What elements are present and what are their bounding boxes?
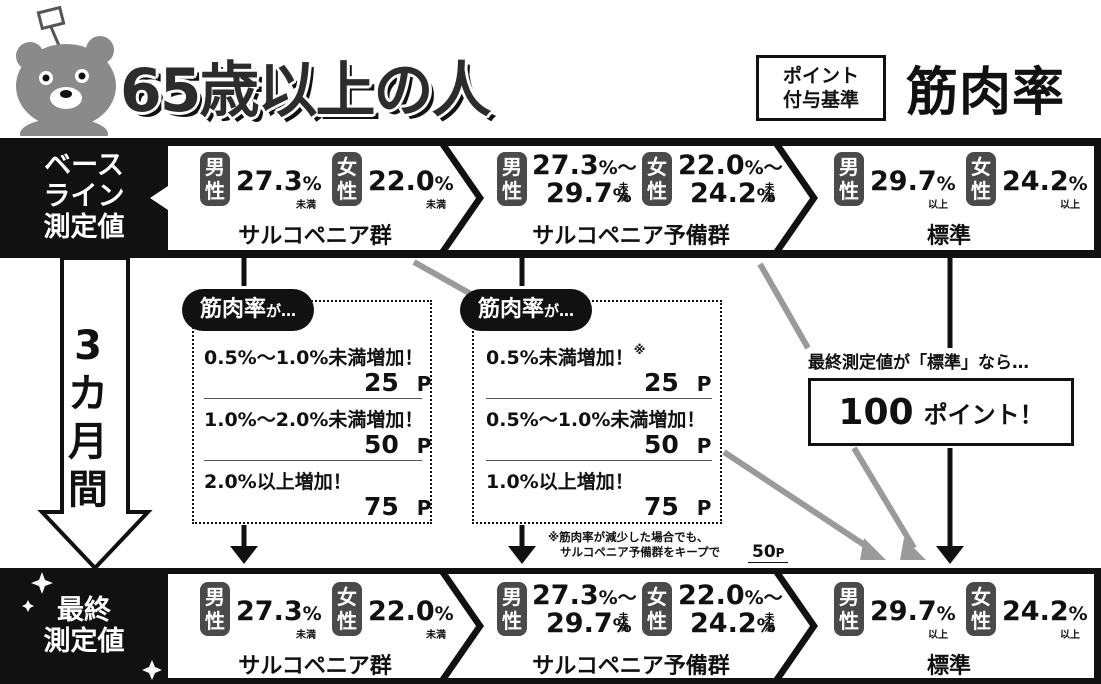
group-name-pre-sarcopenia: サルコペニア予備群 [532,224,730,249]
baseline-standard-male-value: 29.7% [870,166,956,197]
gain-condition: 0.5%〜1.0%未満増加！ [204,347,424,369]
note-text: ※筋肉率が減少した場合でも、 サルコペニア予備群をキープで [548,530,720,560]
bear-mascot-icon [16,6,116,136]
group-name-standard: 標準 [926,654,971,679]
divider [486,398,712,399]
qualifier-label: 未満 [296,630,316,641]
page-title: 65歳以上の人 [120,56,491,126]
criteria-label-box: ポイント 付与基準 [756,55,886,121]
gain-condition: 0.5%未満増加！※ [486,343,646,369]
final-pre-sarcopenia-female-range-start: 22.0%〜 [678,580,783,611]
final-label-line: 最終 [57,595,111,626]
criteria-metric: 筋肉率 [906,63,1066,123]
gain-table-pre-sarcopenia [472,300,722,524]
divider [204,460,422,461]
period-char: カ [68,371,108,417]
final-pre-sarcopenia-male-range-start: 27.3%〜 [532,580,637,611]
baseline-pre-sarcopenia-female-range-start: 22.0%〜 [678,150,783,181]
group-name-sarcopenia: サルコペニア群 [238,224,392,249]
qualifier-label: 未満 [616,182,627,202]
group-name-standard: 標準 [926,224,971,249]
note-line: ※筋肉率が減少した場合でも、 [548,530,709,544]
gain-condition: 1.0%〜2.0%未満増加！ [204,409,424,431]
sparkle-icon [22,572,162,680]
note-line: サルコペニア予備群をキープで [560,545,721,559]
final-standard-male-value: 29.7% [870,596,956,627]
final-sarcopenia-male-value: 27.3% [236,596,322,627]
qualifier-label: 以上 [1060,630,1080,641]
baseline-row-label: ベース ライン 測定値 [18,144,150,248]
period-char: 月 [68,419,108,465]
male-badge: 男性 [834,582,864,636]
qualifier-label: 未満 [426,200,446,211]
final-standard-points-box: 100 ポイント！ [808,378,1074,446]
qualifier-label: 未満 [426,630,446,641]
final-standard-points-label: ポイント！ [923,400,1044,429]
group-name-pre-sarcopenia: サルコペニア予備群 [532,654,730,679]
gain-table-title: 筋肉率が… [460,289,593,331]
period-label: 3 カ 月 間 [38,322,138,514]
group-name-sarcopenia: サルコペニア群 [238,654,392,679]
gain-table-title: 筋肉率が… [182,289,315,331]
baseline-label-line: ライン [43,180,125,212]
qualifier-label: 未満 [762,612,773,632]
baseline-pre-sarcopenia-female-range-end: 24.2% [690,178,776,209]
final-standard-female-value: 24.2% [1002,596,1088,627]
female-badge: 女性 [642,582,672,636]
baseline-standard-female-value: 24.2% [1002,166,1088,197]
criteria-label-line2: 付与基準 [782,89,859,111]
female-badge: 女性 [332,582,362,636]
male-badge: 男性 [497,582,527,636]
qualifier-label: 以上 [1060,200,1080,211]
period-char: 間 [68,467,108,513]
baseline-pre-sarcopenia-male-range-start: 27.3%〜 [532,150,637,181]
criteria-label-line1: ポイント [782,65,859,87]
final-standard-condition: 最終測定値が「標準」なら… [808,353,1029,373]
male-badge: 男性 [200,582,230,636]
female-badge: 女性 [966,152,996,206]
divider [204,398,422,399]
baseline-sarcopenia-male-value: 27.3% [236,166,322,197]
final-pre-sarcopenia-male-range-end: 29.7% [546,608,632,639]
qualifier-label: 未満 [616,612,627,632]
female-badge: 女性 [642,152,672,206]
divider [486,460,712,461]
qualifier-label: 未満 [296,200,316,211]
gain-condition: 0.5%〜1.0%未満増加！ [486,409,706,431]
final-sarcopenia-female-value: 22.0% [368,596,454,627]
baseline-pre-sarcopenia-male-range-end: 29.7% [546,178,632,209]
final-standard-points: 100 [838,391,914,433]
female-badge: 女性 [966,582,996,636]
qualifier-label: 未満 [762,182,773,202]
male-badge: 男性 [497,152,527,206]
male-badge: 男性 [200,152,230,206]
male-badge: 男性 [834,152,864,206]
gain-condition: 1.0%以上増加！ [486,471,634,493]
gain-condition: 2.0%以上増加！ [204,471,352,493]
final-row-label: 最終 測定値 [18,574,150,678]
final-label-line: 測定値 [43,626,125,657]
baseline-sarcopenia-female-value: 22.0% [368,166,454,197]
qualifier-label: 以上 [928,630,948,641]
period-char: 3 [74,323,102,369]
final-pre-sarcopenia-female-range-end: 24.2% [690,608,776,639]
note-points: 50P [748,542,789,563]
baseline-label-line: ベース [44,149,124,181]
baseline-label-line: 測定値 [43,211,125,243]
qualifier-label: 以上 [928,200,948,211]
female-badge: 女性 [332,152,362,206]
